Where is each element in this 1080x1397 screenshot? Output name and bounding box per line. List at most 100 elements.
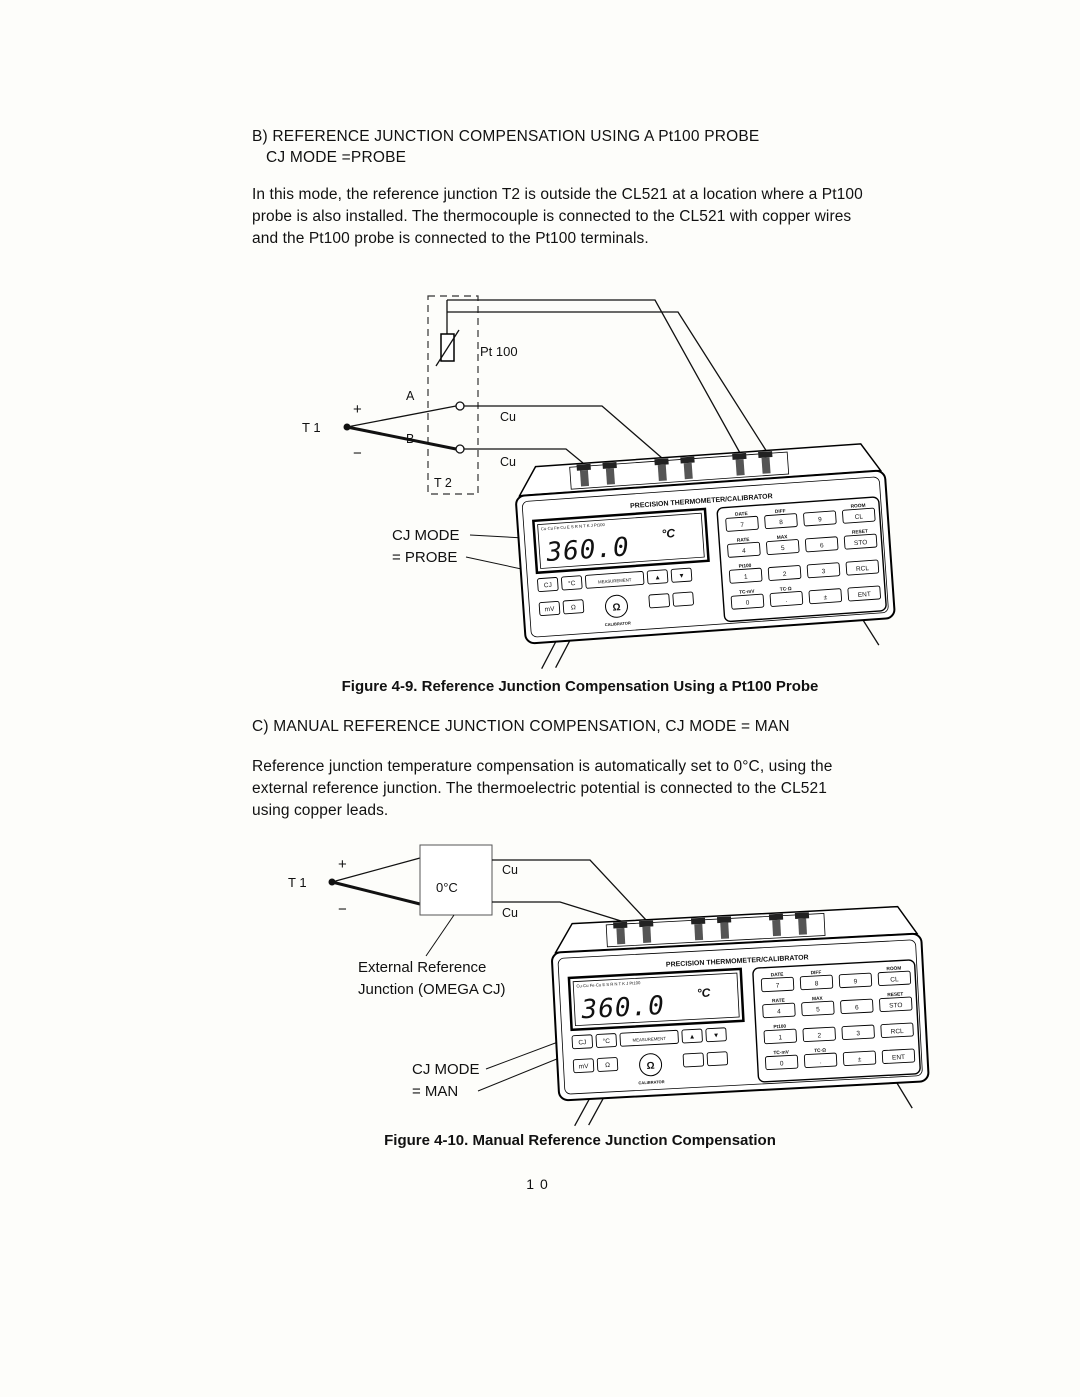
key-2	[767, 565, 802, 581]
key-up	[646, 569, 669, 585]
key-blank-2	[672, 591, 694, 607]
keypad-header-max: MAX	[777, 534, 789, 541]
lcd-display-frame	[532, 507, 710, 575]
key-degc	[561, 575, 583, 591]
thermocouple-leg-b	[331, 880, 421, 906]
key-8-label: 8	[779, 519, 783, 526]
section-b-heading-line2: CJ MODE =PROBE	[266, 149, 407, 166]
device-fig10	[548, 904, 932, 1128]
device-fig9: PRECISION THERMOMETER/CALIBRATOR Cu·Cu F…	[515, 443, 896, 669]
keypad-panel	[716, 496, 887, 623]
t2-label: T 2	[434, 476, 452, 490]
cj-mode-label: CJ MODE	[392, 527, 460, 544]
figure-9-diagram: Pt 100 T 1 + − A B Cu Cu T 2 CJ MODE = P…	[302, 295, 896, 669]
key-0-label: 0	[746, 600, 750, 607]
binding-posts	[576, 451, 773, 487]
key-plusminus-label: ±	[823, 594, 827, 601]
key-3	[806, 562, 841, 579]
device-leg-left-2	[555, 640, 571, 668]
paragraph-line: In this mode, the reference junction T2 …	[252, 186, 863, 203]
section-b-heading: B) REFERENCE JUNCTION COMPENSATION USING…	[252, 126, 759, 168]
key-measurement-label: MEASUREMENT	[598, 577, 632, 584]
key-6-label: 6	[820, 542, 824, 549]
cu-label-top: Cu	[502, 863, 518, 877]
keypad-header-tcmv: TC·mV	[739, 589, 756, 596]
front-panel-inner-border	[521, 476, 889, 638]
minus-label: −	[353, 445, 362, 462]
key-cl	[842, 507, 876, 524]
key-sto-label: STO	[854, 539, 868, 547]
key-1	[728, 567, 763, 584]
thermocouple-leg-b	[346, 425, 457, 451]
key-cl-label: CL	[854, 513, 863, 521]
cu-label-top: Cu	[500, 410, 516, 424]
key-rcl-label: RCL	[856, 565, 870, 573]
device-leg-left	[541, 641, 557, 669]
key-7	[725, 515, 759, 532]
cu-label-bottom: Cu	[502, 906, 518, 920]
key-ent	[847, 585, 881, 602]
key-down-label: ▼	[678, 572, 685, 579]
thermocouple-leg-a	[346, 405, 457, 428]
lcd-display-inner	[537, 512, 705, 569]
key-6	[804, 536, 839, 553]
binding-post	[732, 452, 747, 476]
terminal-a	[455, 401, 465, 411]
key-blank-1	[648, 593, 670, 609]
key-8	[764, 513, 798, 530]
pt100-sensor-symbol	[435, 300, 460, 367]
cl521-device-illustration	[548, 904, 932, 1128]
key-down	[670, 567, 693, 583]
calibrator-caption: CALIBRATOR	[605, 620, 631, 627]
terminal-b	[455, 444, 465, 454]
key-degc-label: °C	[568, 579, 576, 588]
t1-label: T 1	[288, 875, 307, 890]
key-plusminus	[808, 588, 843, 605]
binding-post	[602, 461, 617, 485]
key-ent-label: ENT	[858, 591, 871, 599]
key-4-label: 4	[742, 548, 746, 555]
pt100-diagonal	[435, 329, 460, 367]
key-ohm-label: Ω	[571, 604, 576, 611]
minus-label: −	[338, 901, 347, 918]
ext-ref-pointer	[425, 914, 455, 957]
omega-logo-circle	[605, 594, 629, 618]
copper-wire-top	[492, 859, 647, 921]
cj-mode-value: = MAN	[412, 1083, 458, 1100]
key-mv	[538, 600, 561, 616]
external-reference-label-line2: Junction (OMEGA CJ)	[358, 981, 506, 998]
key-9-label: 9	[818, 516, 822, 523]
t2-boundary-dashed-box	[427, 295, 479, 495]
key-5	[766, 539, 800, 555]
key-rcl	[845, 559, 880, 576]
thermocouple-leg-a	[331, 857, 421, 883]
paragraph-line: Reference junction temperature compensat…	[252, 758, 833, 775]
device-leg-right	[862, 619, 880, 646]
key-mv-label: mV	[544, 606, 555, 614]
key-dot	[769, 591, 804, 607]
key-up-label: ▲	[654, 574, 661, 581]
keypad-header-date: DATE	[735, 511, 749, 518]
key-dot-label: .	[785, 597, 787, 604]
external-reference-label-line1: External Reference	[358, 959, 486, 976]
key-sto	[843, 533, 878, 550]
section-c-heading: C) MANUAL REFERENCE JUNCTION COMPENSATIO…	[252, 718, 790, 735]
key-4	[727, 541, 761, 558]
zero-celsius-label: 0°C	[436, 880, 458, 895]
terminal-recess	[569, 451, 790, 490]
figure-10-caption: Figure 4-10. Manual Reference Junction C…	[384, 1132, 776, 1149]
reference-junction-box	[419, 844, 493, 916]
section-b-paragraph: In this mode, the reference junction T2 …	[252, 184, 942, 250]
cu-label-bottom: Cu	[500, 455, 516, 469]
keypad-header-reset: RESET	[852, 529, 868, 536]
pt100-label: Pt 100	[480, 344, 518, 359]
cj-mode-label: CJ MODE	[412, 1061, 480, 1078]
pt100-wire-2	[447, 311, 768, 453]
key-7-label: 7	[740, 522, 744, 529]
binding-post	[654, 458, 669, 482]
lcd-header: Cu·Cu Fe·Cu E S R N T K J Pt100	[541, 522, 606, 532]
binding-post	[576, 463, 591, 487]
keypad-header-tcohm: TC·Ω	[780, 586, 792, 593]
keypad-header-room: ROOM	[850, 503, 865, 510]
